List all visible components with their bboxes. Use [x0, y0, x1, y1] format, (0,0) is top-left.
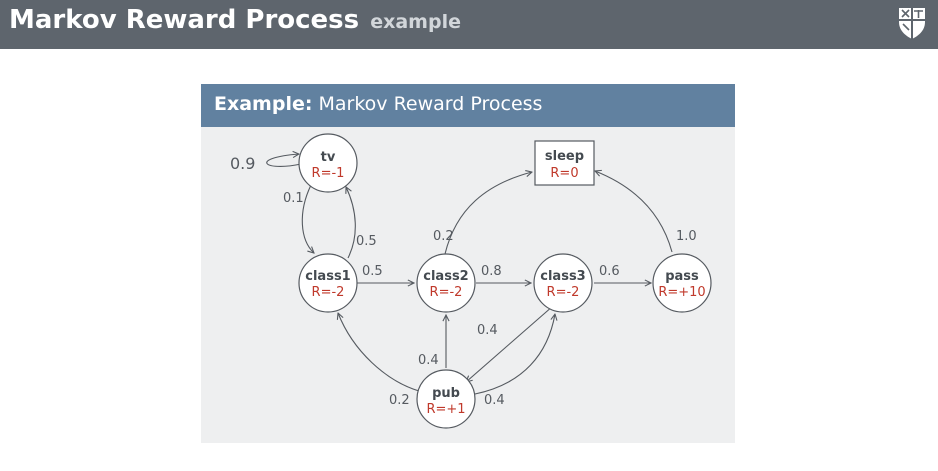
edge-label-pub-class1: 0.2: [389, 393, 410, 408]
node-class1-name: class1: [305, 269, 350, 284]
node-class1-reward: R=-2: [312, 285, 345, 300]
node-tv-reward: R=-1: [312, 166, 345, 181]
card-title: Example: Markov Reward Process: [214, 93, 542, 115]
example-card: Example: Markov Reward Process: [201, 84, 735, 443]
page-title-text: Markov Reward Process: [9, 5, 360, 35]
card-title-bold: Example:: [214, 93, 313, 115]
node-tv: tv R=-1: [298, 133, 358, 193]
node-pub-reward: R=+1: [426, 402, 465, 417]
edge-label-pub-class2: 0.4: [418, 353, 439, 368]
edge-label-tv-tv: 0.9: [230, 154, 255, 173]
edge-class3-pub: [466, 305, 554, 382]
edge-pub-class3: [474, 314, 555, 395]
title-bar: Markov Reward Process example: [0, 0, 938, 49]
node-tv-name: tv: [321, 150, 336, 165]
edge-tv-class1: [301, 184, 314, 253]
edge-label-class1-tv: 0.5: [356, 234, 377, 249]
edge-label-pass-sleep: 1.0: [676, 229, 697, 244]
edge-tv-tv: [266, 154, 302, 167]
edge-label-class2-sleep: 0.2: [433, 229, 454, 244]
node-class3-reward: R=-2: [547, 285, 580, 300]
node-class2: class2 R=-2: [416, 253, 476, 313]
edge-label-class1-class2: 0.5: [362, 264, 383, 279]
node-class3-name: class3: [540, 269, 585, 284]
edge-label-pub-class3: 0.4: [484, 393, 505, 408]
edge-label-class3-pass: 0.6: [599, 264, 620, 279]
edge-pub-class1: [338, 313, 420, 392]
edge-pass-sleep: [595, 171, 673, 253]
node-sleep-reward: R=0: [550, 166, 578, 181]
node-pass-reward: R=+10: [658, 285, 705, 300]
edge-label-class2-class3: 0.8: [481, 264, 502, 279]
card-title-rest: Markov Reward Process: [318, 93, 543, 115]
page-subtitle: example: [370, 11, 461, 33]
node-class3: class3 R=-2: [533, 253, 593, 313]
edge-class1-tv: [346, 187, 356, 259]
shield-crest-icon: [899, 8, 925, 39]
node-pub: pub R=+1: [416, 369, 476, 429]
markov-reward-diagram: 0.9 0.1 0.5 0.5 0.2 0.8 0.6 1.0 0.4 0.4 …: [230, 133, 712, 429]
node-class1: class1 R=-2: [298, 253, 358, 313]
node-pass-name: pass: [665, 269, 699, 284]
edge-label-class3-pub: 0.4: [477, 323, 498, 338]
card-header: Example: Markov Reward Process: [201, 84, 735, 127]
node-class2-reward: R=-2: [430, 285, 463, 300]
node-sleep: sleep R=0: [534, 140, 595, 186]
edge-class2-sleep: [444, 172, 532, 255]
node-sleep-name: sleep: [545, 149, 584, 164]
page-title: Markov Reward Process example: [9, 5, 461, 35]
node-class2-name: class2: [423, 269, 468, 284]
edge-label-tv-class1: 0.1: [283, 191, 304, 206]
node-pass: pass R=+10: [652, 253, 712, 313]
node-pub-name: pub: [432, 386, 460, 401]
